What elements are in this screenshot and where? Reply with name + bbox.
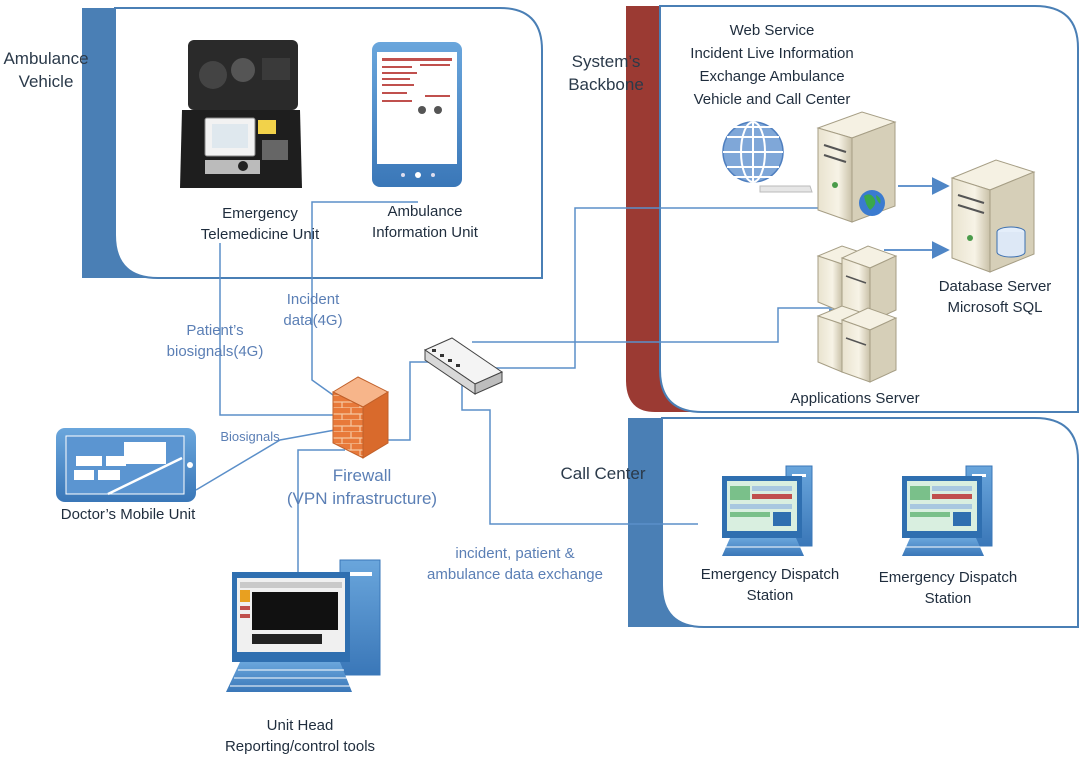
dispatch-station-1-icon [722,465,813,556]
applications-server-label: Applications Server [790,390,920,407]
applications-server-icon [816,245,898,383]
firewall-icon [331,376,390,459]
unit-head-workstation-icon [226,559,381,692]
web-server-icon [816,111,897,223]
telemedicine-case-icon [180,40,302,188]
doctor-mobile-unit-label: Doctor’s Mobile Unit [60,506,196,523]
data-exchange-label: incident, patient &ambulance data exchan… [427,545,603,583]
database-server-icon [950,159,1036,273]
connection-lines [195,201,860,575]
network-switch-icon [423,337,504,395]
biosignals-label: Biosignals [220,429,280,444]
firewall-label: Firewall(VPN infrastructure) [286,466,438,508]
doctor-tablet-icon [56,428,196,502]
web-service-label: Web Service Incident Live Information Ex… [690,22,854,108]
call-center-zone-label: Call Center [560,464,646,483]
dispatch-station-2-icon [902,465,993,556]
tablet-icon [372,42,462,187]
globe-icon [722,121,813,193]
